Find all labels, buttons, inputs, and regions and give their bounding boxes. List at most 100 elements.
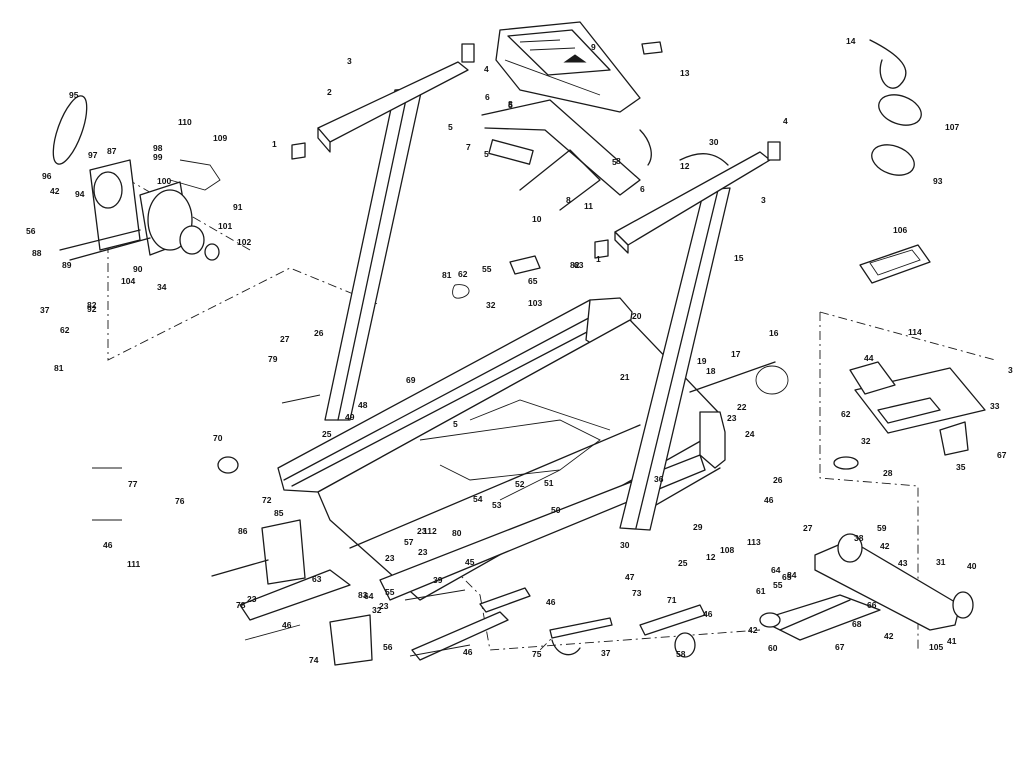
part-number-label: 5 <box>448 122 453 132</box>
part-number-label: 63 <box>574 260 584 270</box>
part-number-label: 46 <box>546 597 556 607</box>
part-number-label: 28 <box>883 468 893 478</box>
part-number-label: 5 <box>508 100 513 110</box>
part-number-label: 75 <box>532 649 542 659</box>
part-number-label: 68 <box>852 619 862 629</box>
part-number-label: 62 <box>60 325 70 335</box>
part-number-label: 82 <box>87 300 97 310</box>
part-number-label: 23 <box>247 594 257 604</box>
part-number-label: 46 <box>764 495 774 505</box>
part-number-label: 59 <box>877 523 887 533</box>
part-number-label: 43 <box>898 558 908 568</box>
part-number-label: 54 <box>473 494 483 504</box>
part-number-label: 64 <box>771 565 781 575</box>
part-number-label: 33 <box>990 401 1000 411</box>
part-number-label: 103 <box>528 298 542 308</box>
part-number-label: 8 <box>566 195 571 205</box>
part-number-label: 39 <box>433 575 443 585</box>
part-number-label: 79 <box>268 354 278 364</box>
part-number-label: 111 <box>127 559 141 569</box>
part-number-label: 67 <box>997 450 1007 460</box>
part-number-label: 71 <box>667 595 677 605</box>
part-number-label: 35 <box>956 462 966 472</box>
part-number-label: 5 <box>612 157 617 167</box>
part-number-label: 56 <box>26 226 36 236</box>
part-number-label: 27 <box>803 523 813 533</box>
handlebars <box>317 43 781 254</box>
part-number-label: 55 <box>482 264 492 274</box>
part-number-label: 66 <box>867 600 877 610</box>
part-number-label: 63 <box>312 574 322 584</box>
part-number-label: 19 <box>697 356 707 366</box>
part-number-label: 55 <box>385 587 395 597</box>
rear-roller-assembly <box>549 533 974 658</box>
part-number-label: 8 <box>508 99 513 109</box>
part-number-label: 107 <box>945 122 959 132</box>
part-number-label: 25 <box>322 429 332 439</box>
part-number-label: 62 <box>458 269 468 279</box>
part-number-label: 98 <box>153 143 163 153</box>
part-number-label: 42 <box>884 631 894 641</box>
part-number-label: 38 <box>854 533 864 543</box>
part-number-label: 102 <box>237 237 251 247</box>
part-number-label: 42 <box>880 541 890 551</box>
part-number-label: 5 <box>453 419 458 429</box>
part-number-label: 70 <box>213 433 223 443</box>
part-number-label: 80 <box>452 528 462 538</box>
part-number-label: 32 <box>486 300 496 310</box>
part-number-label: 17 <box>731 349 741 359</box>
part-number-label: 86 <box>238 526 248 536</box>
part-number-label: 21 <box>620 372 630 382</box>
part-number-label: 72 <box>262 495 272 505</box>
part-number-label: 37 <box>40 305 50 315</box>
part-number-label: 11 <box>584 201 593 211</box>
part-number-label: 26 <box>314 328 324 338</box>
part-number-label: 4 <box>484 64 489 74</box>
part-number-label: 61 <box>756 586 766 596</box>
part-number-label: 18 <box>706 366 716 376</box>
part-number-label: 65 <box>528 276 538 286</box>
part-number-label: 8 <box>616 156 621 166</box>
part-number-label: 12 <box>706 552 716 562</box>
part-number-label: 46 <box>463 647 473 657</box>
part-number-label: 1 <box>272 139 277 149</box>
part-number-label: 55 <box>773 580 783 590</box>
part-number-label: 88 <box>32 248 42 258</box>
part-number-label: 25 <box>678 558 688 568</box>
part-number-label: 57 <box>404 537 414 547</box>
part-number-label: 84 <box>787 570 797 580</box>
part-number-label: 82 <box>570 260 580 270</box>
part-number-label: 113 <box>747 537 761 547</box>
part-number-label: 105 <box>929 642 943 652</box>
part-number-label: 60 <box>768 643 778 653</box>
part-number-label: 50 <box>551 505 561 515</box>
part-number-label: 62 <box>841 409 851 419</box>
part-number-label: 3 <box>347 56 352 66</box>
part-number-label: 10 <box>532 214 542 224</box>
part-number-label: 78 <box>236 600 246 610</box>
part-number-label: 74 <box>309 655 319 665</box>
part-number-label: 27 <box>280 334 290 344</box>
part-number-label: 77 <box>128 479 138 489</box>
motor-assembly <box>52 95 221 261</box>
part-number-label: 49 <box>345 412 355 422</box>
part-number-label: 13 <box>680 68 690 78</box>
part-number-label: 92 <box>87 304 97 314</box>
part-number-label: 109 <box>213 133 227 143</box>
part-number-label: 94 <box>75 189 85 199</box>
part-number-label: 30 <box>709 137 719 147</box>
part-number-label: 97 <box>88 150 98 160</box>
part-number-label: 48 <box>358 400 368 410</box>
part-number-label: 46 <box>282 620 292 630</box>
part-number-label: 46 <box>703 609 713 619</box>
part-number-label: 26 <box>773 475 783 485</box>
part-number-label: 3 <box>1008 365 1013 375</box>
part-number-label: 14 <box>846 36 856 46</box>
part-number-label: 42 <box>50 186 60 196</box>
part-number-label: 45 <box>465 557 475 567</box>
part-number-label: 23 <box>417 526 427 536</box>
part-number-label: 51 <box>544 478 554 488</box>
part-number-label: 23 <box>385 553 395 563</box>
part-number-label: 20 <box>632 311 642 321</box>
